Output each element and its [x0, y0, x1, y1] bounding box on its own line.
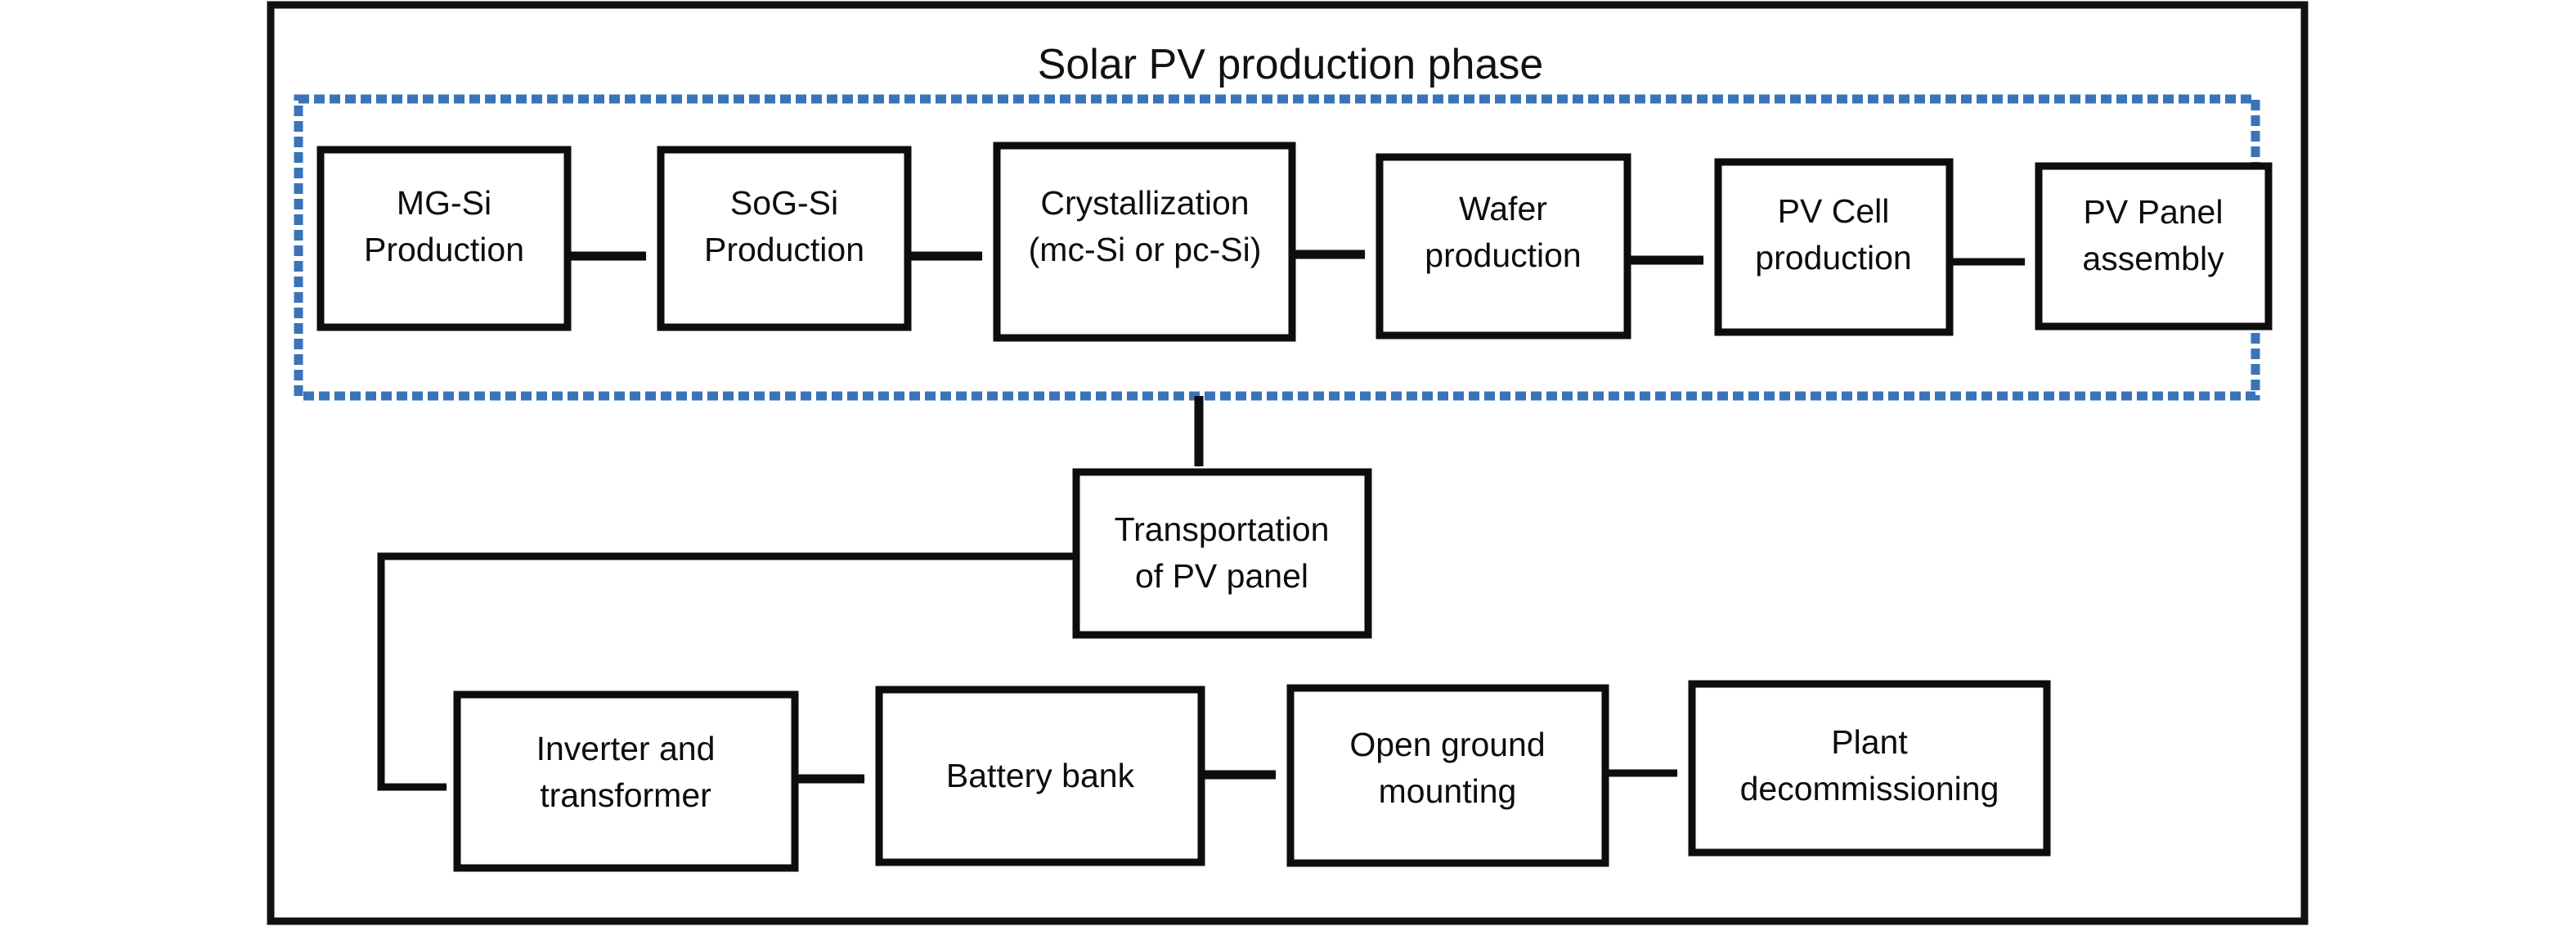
node-wafer-production-line1: Wafer — [1459, 190, 1547, 227]
node-pv-panel-assembly[interactable] — [2035, 162, 2273, 331]
node-battery-bank[interactable] — [875, 686, 1205, 866]
node-wafer-production[interactable] — [1376, 153, 1631, 340]
node-pv-cell-production[interactable] — [1714, 158, 1954, 336]
node-mg-si-production-line2: Production — [364, 231, 524, 268]
outer-frame — [267, 1, 2309, 925]
node-plant-decommissioning[interactable] — [1688, 680, 2051, 857]
node-open-ground-mounting-line2: mounting — [1379, 772, 1517, 810]
node-plant-decommissioning-line2: decommissioning — [1740, 770, 1999, 807]
node-mg-si-production[interactable] — [316, 146, 572, 331]
node-pv-cell-production-line1: PV Cell — [1778, 192, 1890, 230]
arrow-transportation-to-inverter — [377, 552, 1076, 791]
node-transportation-line2: of PV panel — [1135, 557, 1308, 595]
node-mg-si-production-line1: MG-Si — [397, 184, 491, 222]
node-pv-panel-assembly-line2: assembly — [2082, 240, 2224, 277]
node-crystallization-line2: (mc-Si or pc-Si) — [1029, 231, 1262, 268]
node-wafer-production-line2: production — [1425, 236, 1581, 274]
node-plant-decommissioning-line1: Plant — [1831, 723, 1908, 761]
node-sog-si-production[interactable] — [657, 146, 912, 331]
node-inverter-line1: Inverter and — [536, 730, 716, 767]
node-transportation-line1: Transportation — [1115, 510, 1330, 548]
node-transportation-of-pv-panel[interactable] — [1072, 468, 1372, 639]
page-title: Solar PV production phase — [1038, 41, 1544, 88]
node-crystallization-line1: Crystallization — [1040, 184, 1249, 222]
node-battery-bank-line1: Battery bank — [946, 757, 1135, 794]
node-sog-si-production-line1: SoG-Si — [730, 184, 838, 222]
node-pv-cell-production-line2: production — [1755, 239, 1911, 277]
node-pv-panel-assembly-line1: PV Panel — [2084, 193, 2224, 231]
node-inverter-line2: transformer — [540, 776, 711, 814]
node-open-ground-mounting-line1: Open ground — [1349, 726, 1545, 763]
node-crystallization[interactable] — [993, 142, 1296, 342]
node-sog-si-production-line2: Production — [704, 231, 864, 268]
